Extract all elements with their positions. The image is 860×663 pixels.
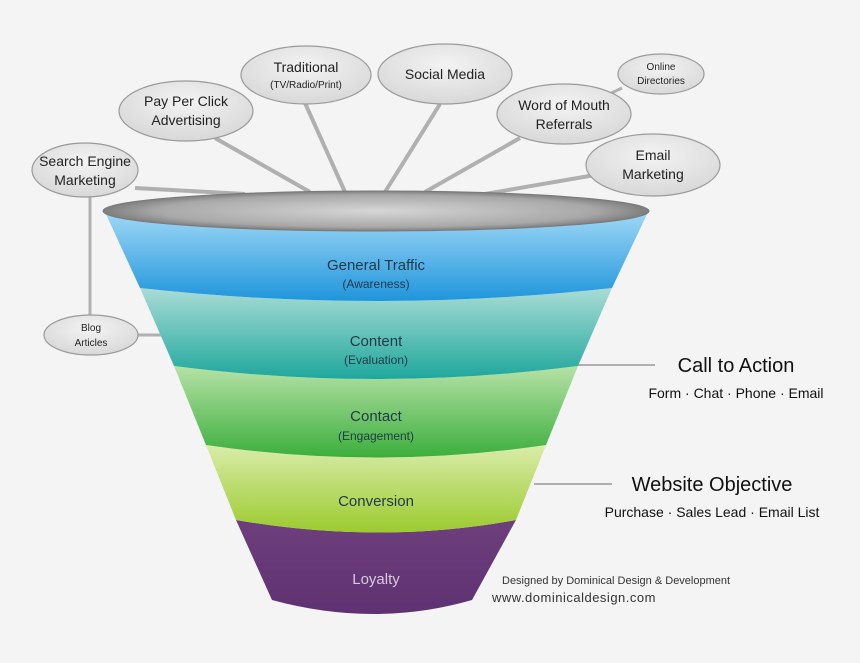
social-line-1: Social Media bbox=[405, 66, 485, 82]
source-bubble-social: Social Media bbox=[377, 43, 513, 105]
source-bubble-online-directories: Online Directories bbox=[617, 53, 705, 95]
stage-title-conversion: Conversion bbox=[338, 493, 414, 510]
credits-designed-by: Designed by Dominical Design & Developme… bbox=[502, 575, 730, 587]
blog-line-1: Blog bbox=[81, 323, 101, 334]
search-engine-line-1: Search Engine bbox=[39, 153, 131, 169]
source-bubble-blog: Blog Articles bbox=[43, 314, 139, 356]
credits-url: www.dominicaldesign.com bbox=[491, 590, 656, 605]
website-objective-title: Website Objective bbox=[632, 474, 793, 496]
source-bubble-email: Email Marketing bbox=[585, 133, 721, 197]
email-line-2: Marketing bbox=[622, 166, 683, 182]
connector-ppc bbox=[214, 136, 311, 194]
stage-band-contact bbox=[174, 366, 578, 458]
connectors bbox=[88, 86, 623, 337]
ppc-line-1: Pay Per Click bbox=[144, 93, 229, 109]
traditional-line-1: Traditional bbox=[274, 59, 339, 75]
source-bubble-search-engine: Search Engine Marketing bbox=[31, 142, 139, 198]
word-of-mouth-line-1: Word of Mouth bbox=[518, 97, 610, 113]
stage-subtitle-traffic: (Awareness) bbox=[342, 277, 409, 291]
connector-social bbox=[383, 102, 442, 194]
stage-title-loyalty: Loyalty bbox=[352, 571, 400, 588]
website-objective-detail: Purchase · Sales Lead · Email List bbox=[605, 504, 820, 520]
source-bubble-word-of-mouth: Word of Mouth Referrals bbox=[496, 83, 632, 145]
connector-word-of-mouth bbox=[424, 136, 521, 194]
connector-search-engine bbox=[134, 186, 246, 196]
stage-band-content bbox=[140, 288, 612, 379]
stage-title-content: Content bbox=[350, 333, 403, 350]
connector-traditional bbox=[303, 102, 347, 193]
stage-subtitle-content: (Evaluation) bbox=[344, 353, 408, 367]
stage-band-loyalty bbox=[236, 520, 516, 614]
ppc-line-2: Advertising bbox=[151, 112, 220, 128]
stage-band-conversion bbox=[206, 445, 546, 533]
call-to-action-title: Call to Action bbox=[678, 355, 795, 377]
connector-email bbox=[484, 173, 596, 196]
stage-title-contact: Contact bbox=[350, 408, 403, 425]
source-bubble-traditional: Traditional (TV/Radio/Print) bbox=[240, 45, 372, 105]
traditional-line-2: (TV/Radio/Print) bbox=[270, 80, 342, 91]
word-of-mouth-line-2: Referrals bbox=[536, 116, 593, 132]
blog-line-2: Articles bbox=[75, 338, 108, 349]
stage-band-traffic bbox=[105, 212, 648, 301]
source-bubble-ppc: Pay Per Click Advertising bbox=[118, 80, 254, 142]
call-to-action-detail: Form · Chat · Phone · Email bbox=[648, 385, 823, 401]
search-engine-line-2: Marketing bbox=[54, 172, 115, 188]
stage-subtitle-contact: (Engagement) bbox=[338, 429, 414, 443]
directories-line-2: Directories bbox=[637, 76, 685, 87]
funnel-rim bbox=[102, 190, 650, 232]
email-line-1: Email bbox=[635, 147, 670, 163]
stage-title-traffic: General Traffic bbox=[327, 257, 426, 274]
directories-line-1: Online bbox=[647, 62, 676, 73]
